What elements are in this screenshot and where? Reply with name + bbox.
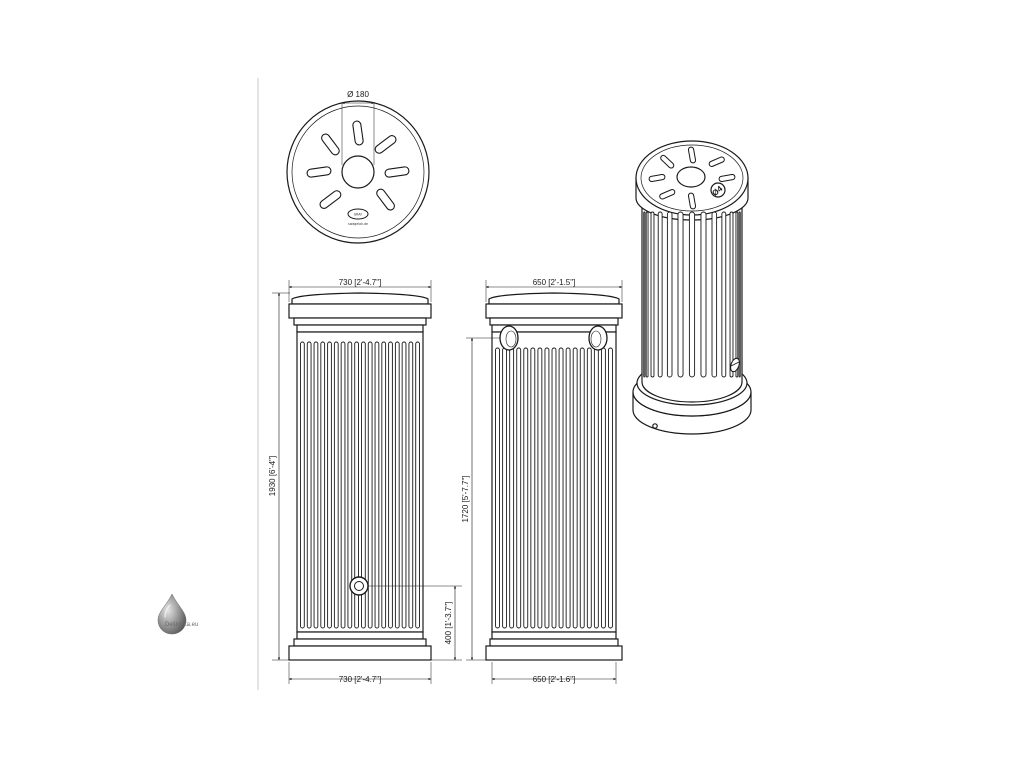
side-flute (586, 347, 592, 629)
front-flute (320, 341, 326, 629)
watermark-logo: Deštovka.eu (157, 593, 198, 635)
brand-badge: GRAF swagelok.de (347, 208, 369, 226)
perspective-lid-slot (718, 173, 736, 183)
perspective-lid-slot (687, 192, 697, 210)
top-view-slot (384, 166, 410, 178)
front-flute (415, 341, 420, 629)
front-flute (367, 341, 373, 629)
side-flute (537, 347, 543, 629)
perspective-flute (643, 211, 646, 378)
perspective-flute (657, 211, 663, 378)
front-height-label: 1930 [6'-4"] (268, 456, 277, 496)
outlet-height-label: 400 [1'-3.7"] (444, 602, 453, 645)
perspective-lid-slot (659, 189, 676, 200)
side-bottom-width-label: 650 [2'-1.6"] (533, 675, 576, 684)
front-flute (327, 341, 332, 629)
perspective-flute (645, 211, 649, 378)
perspective-flute (677, 211, 684, 378)
top-view-rim (286, 100, 430, 244)
side-flute (579, 347, 585, 629)
side-flute (593, 347, 599, 629)
front-flute (374, 341, 380, 629)
front-top-width-label: 730 [2'-4.7"] (339, 278, 382, 287)
front-flute (300, 341, 305, 629)
front-flute (313, 341, 319, 629)
top-view-slot (319, 190, 342, 209)
front-flute (333, 341, 339, 629)
side-flute (523, 347, 529, 629)
perspective-flute (711, 211, 718, 378)
side-flute (600, 347, 606, 629)
front-flute (381, 341, 387, 629)
side-flute (530, 347, 536, 629)
perspective-lid-slot (708, 156, 725, 167)
front-flute (394, 341, 400, 629)
top-view-slots (306, 120, 410, 211)
side-top-width-label: 650 [2'-1.5"] (533, 278, 576, 287)
perspective-flute (735, 211, 739, 378)
side-flute (509, 347, 515, 629)
side-view-flutes (495, 347, 613, 629)
side-flute (516, 347, 522, 629)
perspective-flute (688, 211, 696, 378)
perspective-lid-marking: Ø4 (710, 182, 726, 198)
perspective-lid-slot (648, 173, 666, 183)
side-flute (558, 347, 564, 629)
front-flute (361, 341, 366, 629)
top-view (286, 100, 430, 244)
side-flute (551, 347, 557, 629)
top-view-slot (321, 133, 340, 156)
front-flute (354, 341, 359, 629)
perspective-flute (650, 211, 655, 378)
front-flute (408, 341, 414, 629)
perspective-flute (700, 211, 707, 378)
perspective-lid-slot (660, 154, 675, 169)
perspective-flute (666, 211, 673, 378)
front-flute (340, 341, 346, 629)
front-flute (388, 341, 393, 629)
front-bottom-width-label: 730 [2'-4.7"] (339, 675, 382, 684)
side-flute (572, 347, 578, 629)
front-view-lid (291, 292, 429, 305)
perspective-flute (729, 211, 734, 378)
front-flute (401, 341, 407, 629)
front-view-flutes (300, 341, 420, 629)
front-flute (306, 341, 312, 629)
watermark-text: Deštovka.eu (165, 622, 198, 628)
side-view-top-cap (485, 303, 623, 319)
side-view-inlets (499, 325, 608, 351)
perspective-flutes (643, 211, 741, 378)
front-flute (347, 341, 353, 629)
side-flute (565, 347, 571, 629)
top-view-slot (306, 166, 332, 178)
perspective-flute (738, 211, 741, 378)
water-drop-icon (157, 593, 187, 635)
svg-text:swagelok.de: swagelok.de (348, 222, 368, 226)
inlet-height-label: 1720 [5'-7.7"] (461, 475, 470, 522)
side-flute (502, 347, 508, 629)
side-view-base (485, 645, 623, 661)
front-view-outlet-tap (349, 576, 369, 596)
side-view-lid (488, 292, 620, 305)
side-flute (544, 347, 550, 629)
perspective-lid-slots (648, 146, 736, 210)
top-view-opening (341, 155, 375, 189)
svg-text:GRAF: GRAF (354, 212, 363, 216)
perspective-flute (721, 211, 727, 378)
top-view-slot (352, 120, 364, 146)
top-view-slot (374, 135, 397, 154)
front-view-top-cap (288, 303, 432, 319)
perspective-lid-slot (687, 146, 697, 164)
front-view-base (288, 645, 432, 661)
perspective-side-outlet (729, 357, 741, 373)
opening-diameter-label: Ø 180 (347, 90, 369, 99)
side-flute (608, 347, 613, 629)
side-flute (495, 347, 500, 629)
top-view-slot (376, 188, 395, 211)
